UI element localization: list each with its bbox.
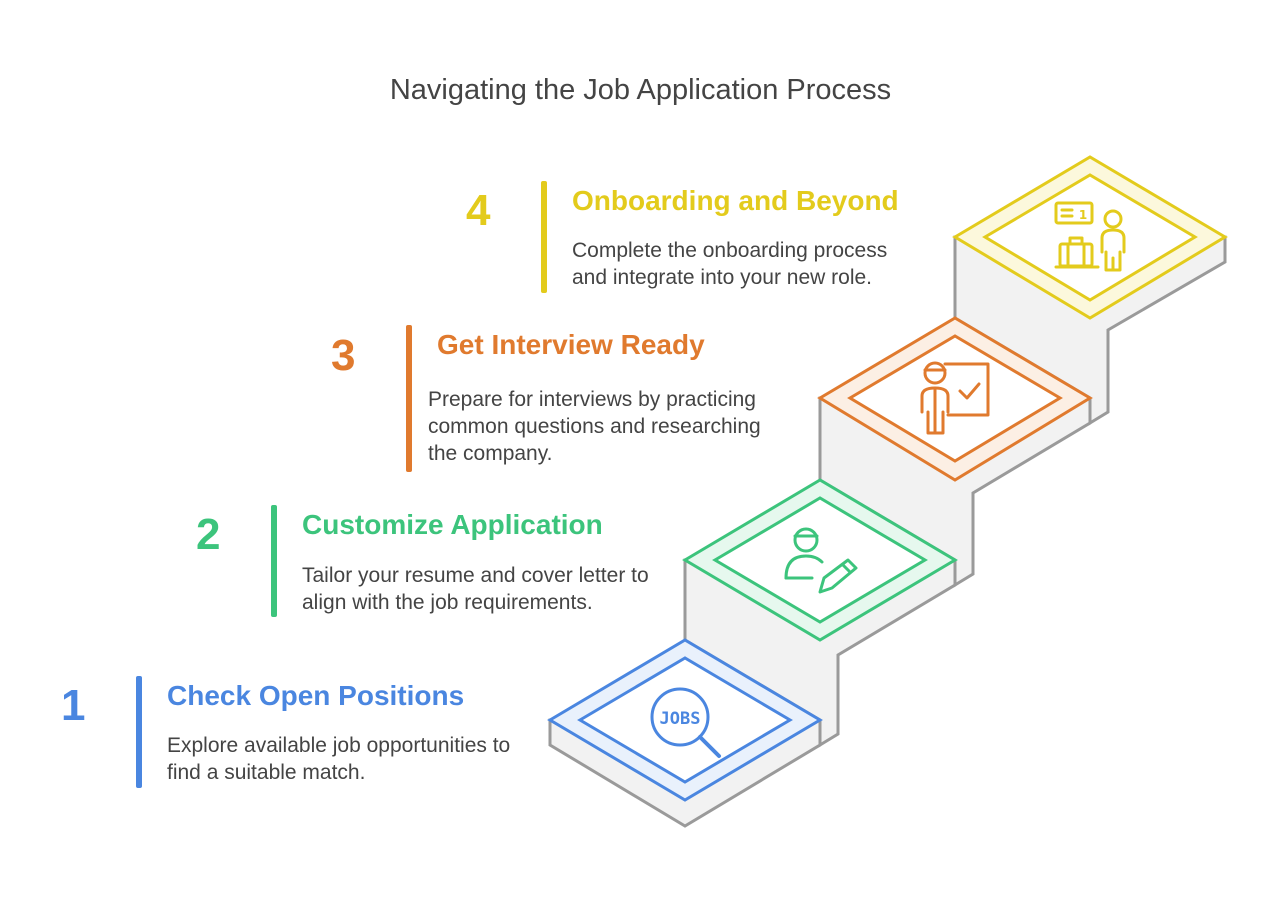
- diagram-title: Navigating the Job Application Process: [389, 74, 892, 106]
- step-4-accent-bar: [541, 181, 547, 293]
- step-3-heading: Get Interview Ready: [437, 329, 705, 360]
- step-2-description: Tailor your resume and cover letter to a…: [302, 564, 649, 614]
- step-1-description: Explore available job opportunities to f…: [167, 734, 511, 784]
- step-4-description: Complete the onboarding process and inte…: [572, 239, 888, 289]
- step-2-accent-bar: [271, 505, 277, 617]
- jobs-search-icon: JOBS: [650, 687, 721, 758]
- badge-luggage-person-icon: 1: [1054, 201, 1126, 272]
- step-1-tread: JOBS: [547, 638, 823, 802]
- step-4-tread: 1: [952, 155, 1228, 320]
- step-1-heading: Check Open Positions: [167, 680, 465, 711]
- step-2-heading: Customize Application: [302, 509, 603, 540]
- step-3-tread: [817, 316, 1093, 482]
- step-2-number: 2: [196, 510, 221, 559]
- person-edit-icon: [784, 527, 858, 594]
- step-1-number: 1: [61, 681, 86, 730]
- step-2-tread: [682, 478, 958, 642]
- step-3-description: Prepare for interviews by practicing com…: [428, 388, 761, 465]
- person-checklist-icon: [920, 361, 990, 435]
- step-4-heading: Onboarding and Beyond: [572, 185, 899, 216]
- step-3-accent-bar: [406, 325, 412, 472]
- step-3-number: 3: [331, 331, 356, 380]
- badge-icon-text: 1: [1079, 208, 1087, 222]
- step-4-number: 4: [466, 186, 491, 235]
- jobs-icon-text: JOBS: [660, 709, 701, 729]
- step-1-accent-bar: [136, 676, 142, 788]
